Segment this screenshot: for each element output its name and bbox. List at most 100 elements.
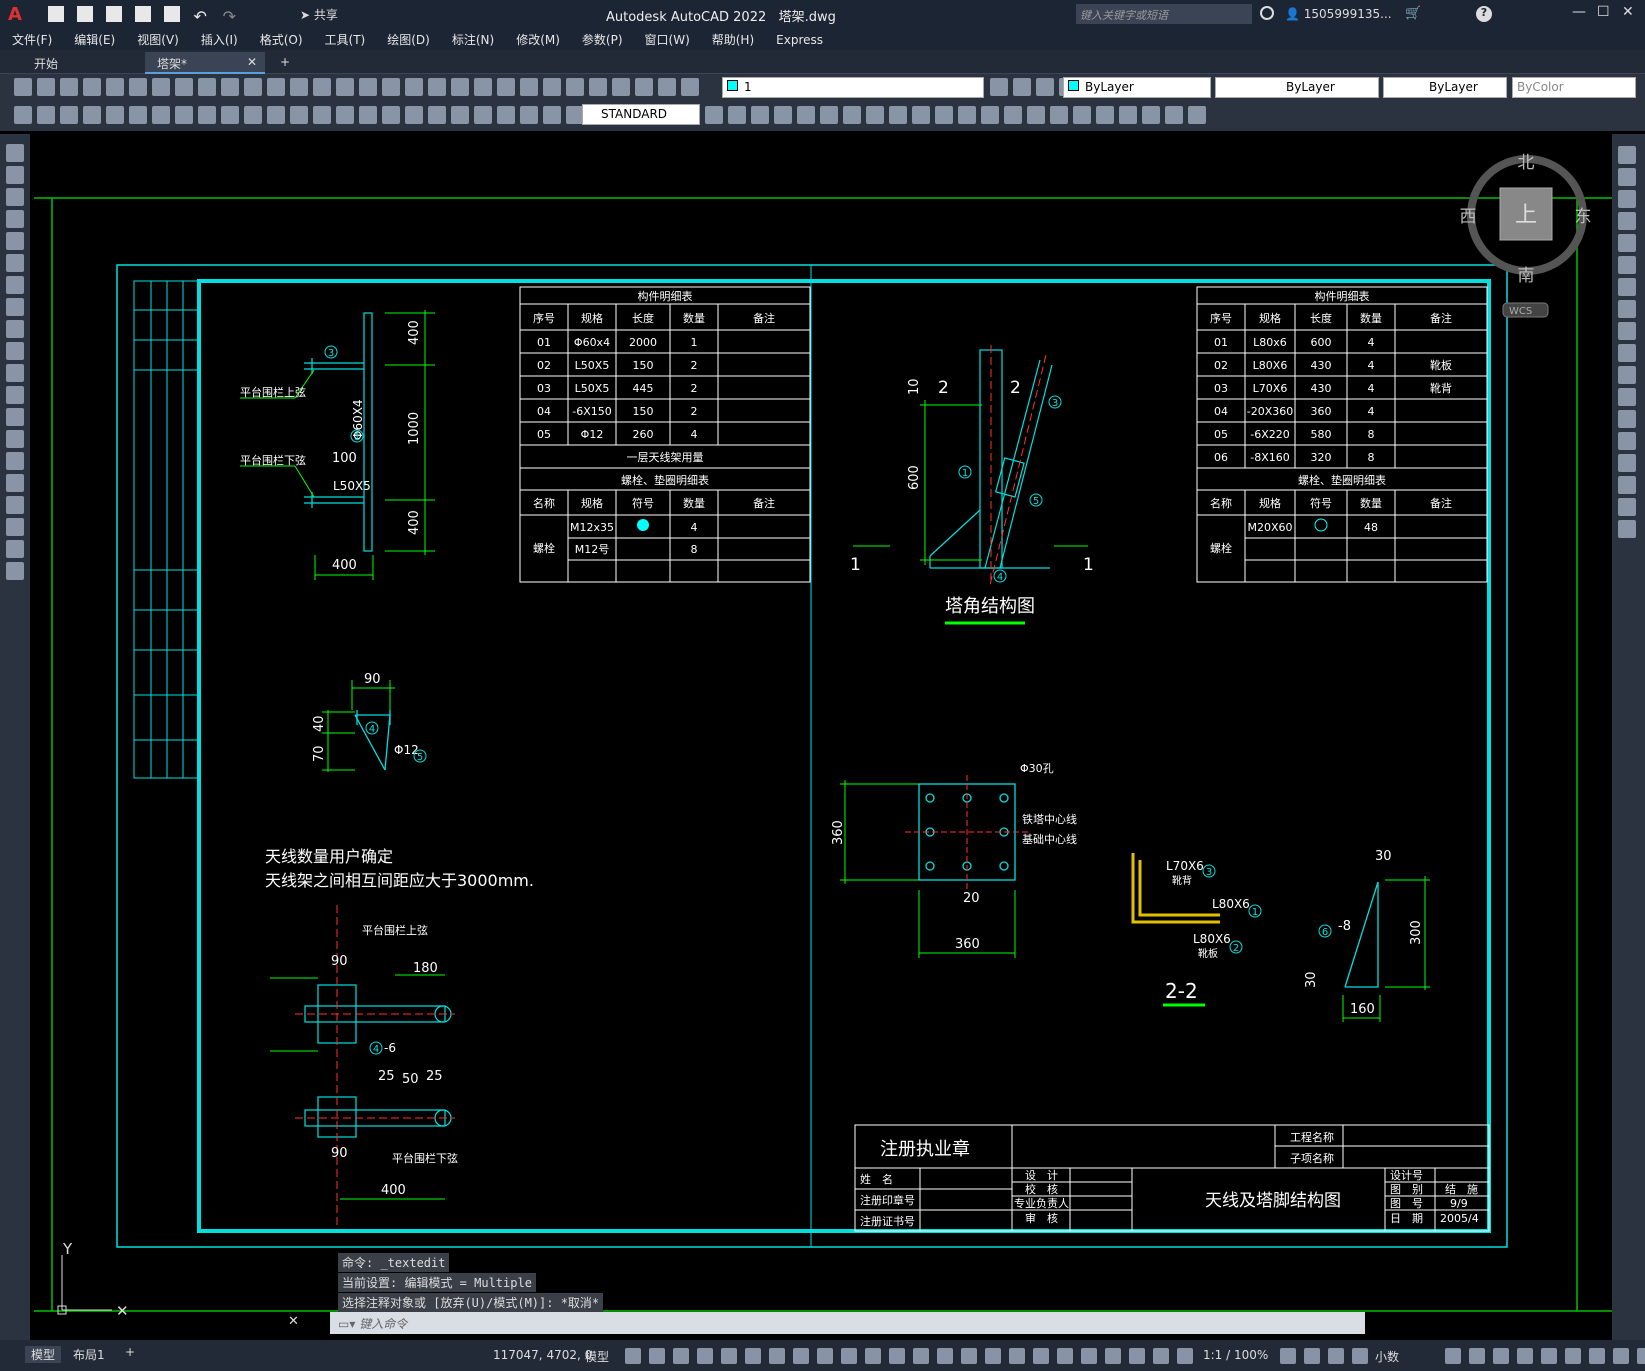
- menu-help[interactable]: 帮助(H): [711, 33, 755, 47]
- maximize-button[interactable]: ☐: [1597, 4, 1610, 20]
- tool-tb1icons-0-icon[interactable]: [14, 78, 32, 96]
- tool-lbicons-12-icon[interactable]: [6, 408, 24, 426]
- tool-tb1icons-20-icon[interactable]: [474, 78, 492, 96]
- tool-tb2icons-1-icon[interactable]: [728, 106, 746, 124]
- tool-sbicons-3-icon[interactable]: [697, 1348, 713, 1364]
- tab-drawing[interactable]: 塔架*✕: [145, 52, 265, 74]
- search-input[interactable]: 键入关键字或短语: [1076, 4, 1252, 24]
- tool-lbicons-15-icon[interactable]: [6, 474, 24, 492]
- tool-tb1icons-2-icon[interactable]: [1036, 78, 1054, 96]
- tool-sbicons-11-icon[interactable]: [889, 1348, 905, 1364]
- menu-parametric[interactable]: 参数(P): [581, 33, 623, 47]
- tool-sbicons-8-icon[interactable]: [817, 1348, 833, 1364]
- menu-draw[interactable]: 绘图(D): [387, 33, 430, 47]
- tool-tb2icons-16-icon[interactable]: [382, 106, 400, 124]
- tool-rbicons-8-icon[interactable]: [1618, 322, 1636, 340]
- tool-sbicons-8-icon[interactable]: [1637, 1348, 1645, 1364]
- tool-rbicons-16-icon[interactable]: [1618, 498, 1636, 516]
- tool-tb2icons-4-icon[interactable]: [106, 106, 124, 124]
- tool-tb1icons-12-icon[interactable]: [290, 78, 308, 96]
- close-tab-icon[interactable]: ✕: [246, 55, 257, 69]
- tool-tb1icons-14-icon[interactable]: [336, 78, 354, 96]
- tool-sbicons-4-icon[interactable]: [721, 1348, 737, 1364]
- tool-tb2icons-2-icon[interactable]: [60, 106, 78, 124]
- tool-tb2icons-16-icon[interactable]: [1073, 106, 1091, 124]
- tool-tb2icons-12-icon[interactable]: [981, 106, 999, 124]
- tool-sbicons-5-icon[interactable]: [1565, 1348, 1581, 1364]
- tool-tb2icons-24-icon[interactable]: [566, 106, 584, 124]
- tool-rbicons-4-icon[interactable]: [1618, 234, 1636, 252]
- tool-lbicons-7-icon[interactable]: [6, 298, 24, 316]
- tool-rbicons-12-icon[interactable]: [1618, 410, 1636, 428]
- menu-tools[interactable]: 工具(T): [324, 33, 366, 47]
- tool-sbicons-0-icon[interactable]: [1280, 1348, 1296, 1364]
- wcs-menu[interactable]: WCS: [1509, 306, 1532, 317]
- tool-tb1icons-6-icon[interactable]: [152, 78, 170, 96]
- save-icon[interactable]: [106, 6, 123, 22]
- tool-tb2icons-12-icon[interactable]: [290, 106, 308, 124]
- tool-sbicons-16-icon[interactable]: [1009, 1348, 1025, 1364]
- tool-lbicons-10-icon[interactable]: [6, 364, 24, 382]
- linetype-dropdown[interactable]: ByLayer: [1215, 77, 1379, 98]
- tool-sbicons-15-icon[interactable]: [985, 1348, 1001, 1364]
- tool-rbicons-2-icon[interactable]: [1618, 190, 1636, 208]
- tool-rbicons-0-icon[interactable]: [1618, 146, 1636, 164]
- new-tab-icon[interactable]: +: [280, 55, 291, 69]
- tool-tb2icons-14-icon[interactable]: [336, 106, 354, 124]
- tool-tb2icons-3-icon[interactable]: [83, 106, 101, 124]
- tool-lbicons-4-icon[interactable]: [6, 232, 24, 250]
- tool-tb2icons-21-icon[interactable]: [497, 106, 515, 124]
- tool-tb1icons-10-icon[interactable]: [244, 78, 262, 96]
- tool-sbicons-20-icon[interactable]: [1105, 1348, 1121, 1364]
- tool-sbicons-6-icon[interactable]: [769, 1348, 785, 1364]
- viewcube-north[interactable]: 北: [1518, 153, 1535, 173]
- menu-express[interactable]: Express: [776, 33, 823, 47]
- tool-tb1icons-2-icon[interactable]: [60, 78, 78, 96]
- tool-rbicons-15-icon[interactable]: [1618, 476, 1636, 494]
- tool-tb2icons-0-icon[interactable]: [14, 106, 32, 124]
- tool-rbicons-14-icon[interactable]: [1618, 454, 1636, 472]
- new-icon[interactable]: [48, 6, 64, 22]
- tool-tb1icons-9-icon[interactable]: [221, 78, 239, 96]
- tool-tb1icons-24-icon[interactable]: [566, 78, 584, 96]
- tool-tb2icons-10-icon[interactable]: [935, 106, 953, 124]
- tool-tb1icons-1-icon[interactable]: [37, 78, 55, 96]
- tool-sbicons-23-icon[interactable]: [1177, 1348, 1193, 1364]
- tool-sbicons-3-icon[interactable]: [1517, 1348, 1533, 1364]
- redo-icon[interactable]: ↷: [222, 7, 236, 26]
- help-icon[interactable]: ?: [1476, 6, 1492, 22]
- coordinates[interactable]: 117047, 4702, 0: [493, 1348, 593, 1362]
- tab-start[interactable]: 开始: [34, 57, 59, 71]
- tool-sbicons-1-icon[interactable]: [1469, 1348, 1485, 1364]
- tool-tb1icons-26-icon[interactable]: [612, 78, 630, 96]
- open-icon[interactable]: [77, 6, 94, 22]
- tool-tb1icons-29-icon[interactable]: [681, 78, 699, 96]
- tab-layout1[interactable]: 布局1: [73, 1348, 105, 1362]
- menu-insert[interactable]: 插入(I): [200, 33, 238, 47]
- tool-tb2icons-15-icon[interactable]: [1050, 106, 1068, 124]
- tool-sbicons-12-icon[interactable]: [913, 1348, 929, 1364]
- tool-tb1icons-1-icon[interactable]: [1013, 78, 1031, 96]
- tool-sbicons-2-icon[interactable]: [673, 1348, 689, 1364]
- menu-view[interactable]: 视图(V): [137, 33, 179, 47]
- plot-icon[interactable]: [164, 6, 181, 22]
- tool-tb2icons-20-icon[interactable]: [474, 106, 492, 124]
- tab-model[interactable]: 模型: [25, 1346, 62, 1363]
- tool-tb2icons-18-icon[interactable]: [1119, 106, 1137, 124]
- tool-lbicons-1-icon[interactable]: [6, 166, 24, 184]
- menu-edit[interactable]: 编辑(E): [74, 33, 116, 47]
- tool-tb2icons-17-icon[interactable]: [405, 106, 423, 124]
- layer-dropdown[interactable]: 1: [722, 77, 984, 98]
- tool-lbicons-18-icon[interactable]: [6, 540, 24, 558]
- tool-tb2icons-14-icon[interactable]: [1027, 106, 1045, 124]
- tool-tb2icons-0-icon[interactable]: [705, 106, 723, 124]
- tool-sbicons-6-icon[interactable]: [1589, 1348, 1605, 1364]
- tool-tb2icons-6-icon[interactable]: [152, 106, 170, 124]
- tool-rbicons-10-icon[interactable]: [1618, 366, 1636, 384]
- tool-sbicons-7-icon[interactable]: [1613, 1348, 1629, 1364]
- tool-tb1icons-25-icon[interactable]: [589, 78, 607, 96]
- tool-tb2icons-19-icon[interactable]: [451, 106, 469, 124]
- tool-tb1icons-17-icon[interactable]: [405, 78, 423, 96]
- tool-tb1icons-15-icon[interactable]: [359, 78, 377, 96]
- tool-tb2icons-13-icon[interactable]: [1004, 106, 1022, 124]
